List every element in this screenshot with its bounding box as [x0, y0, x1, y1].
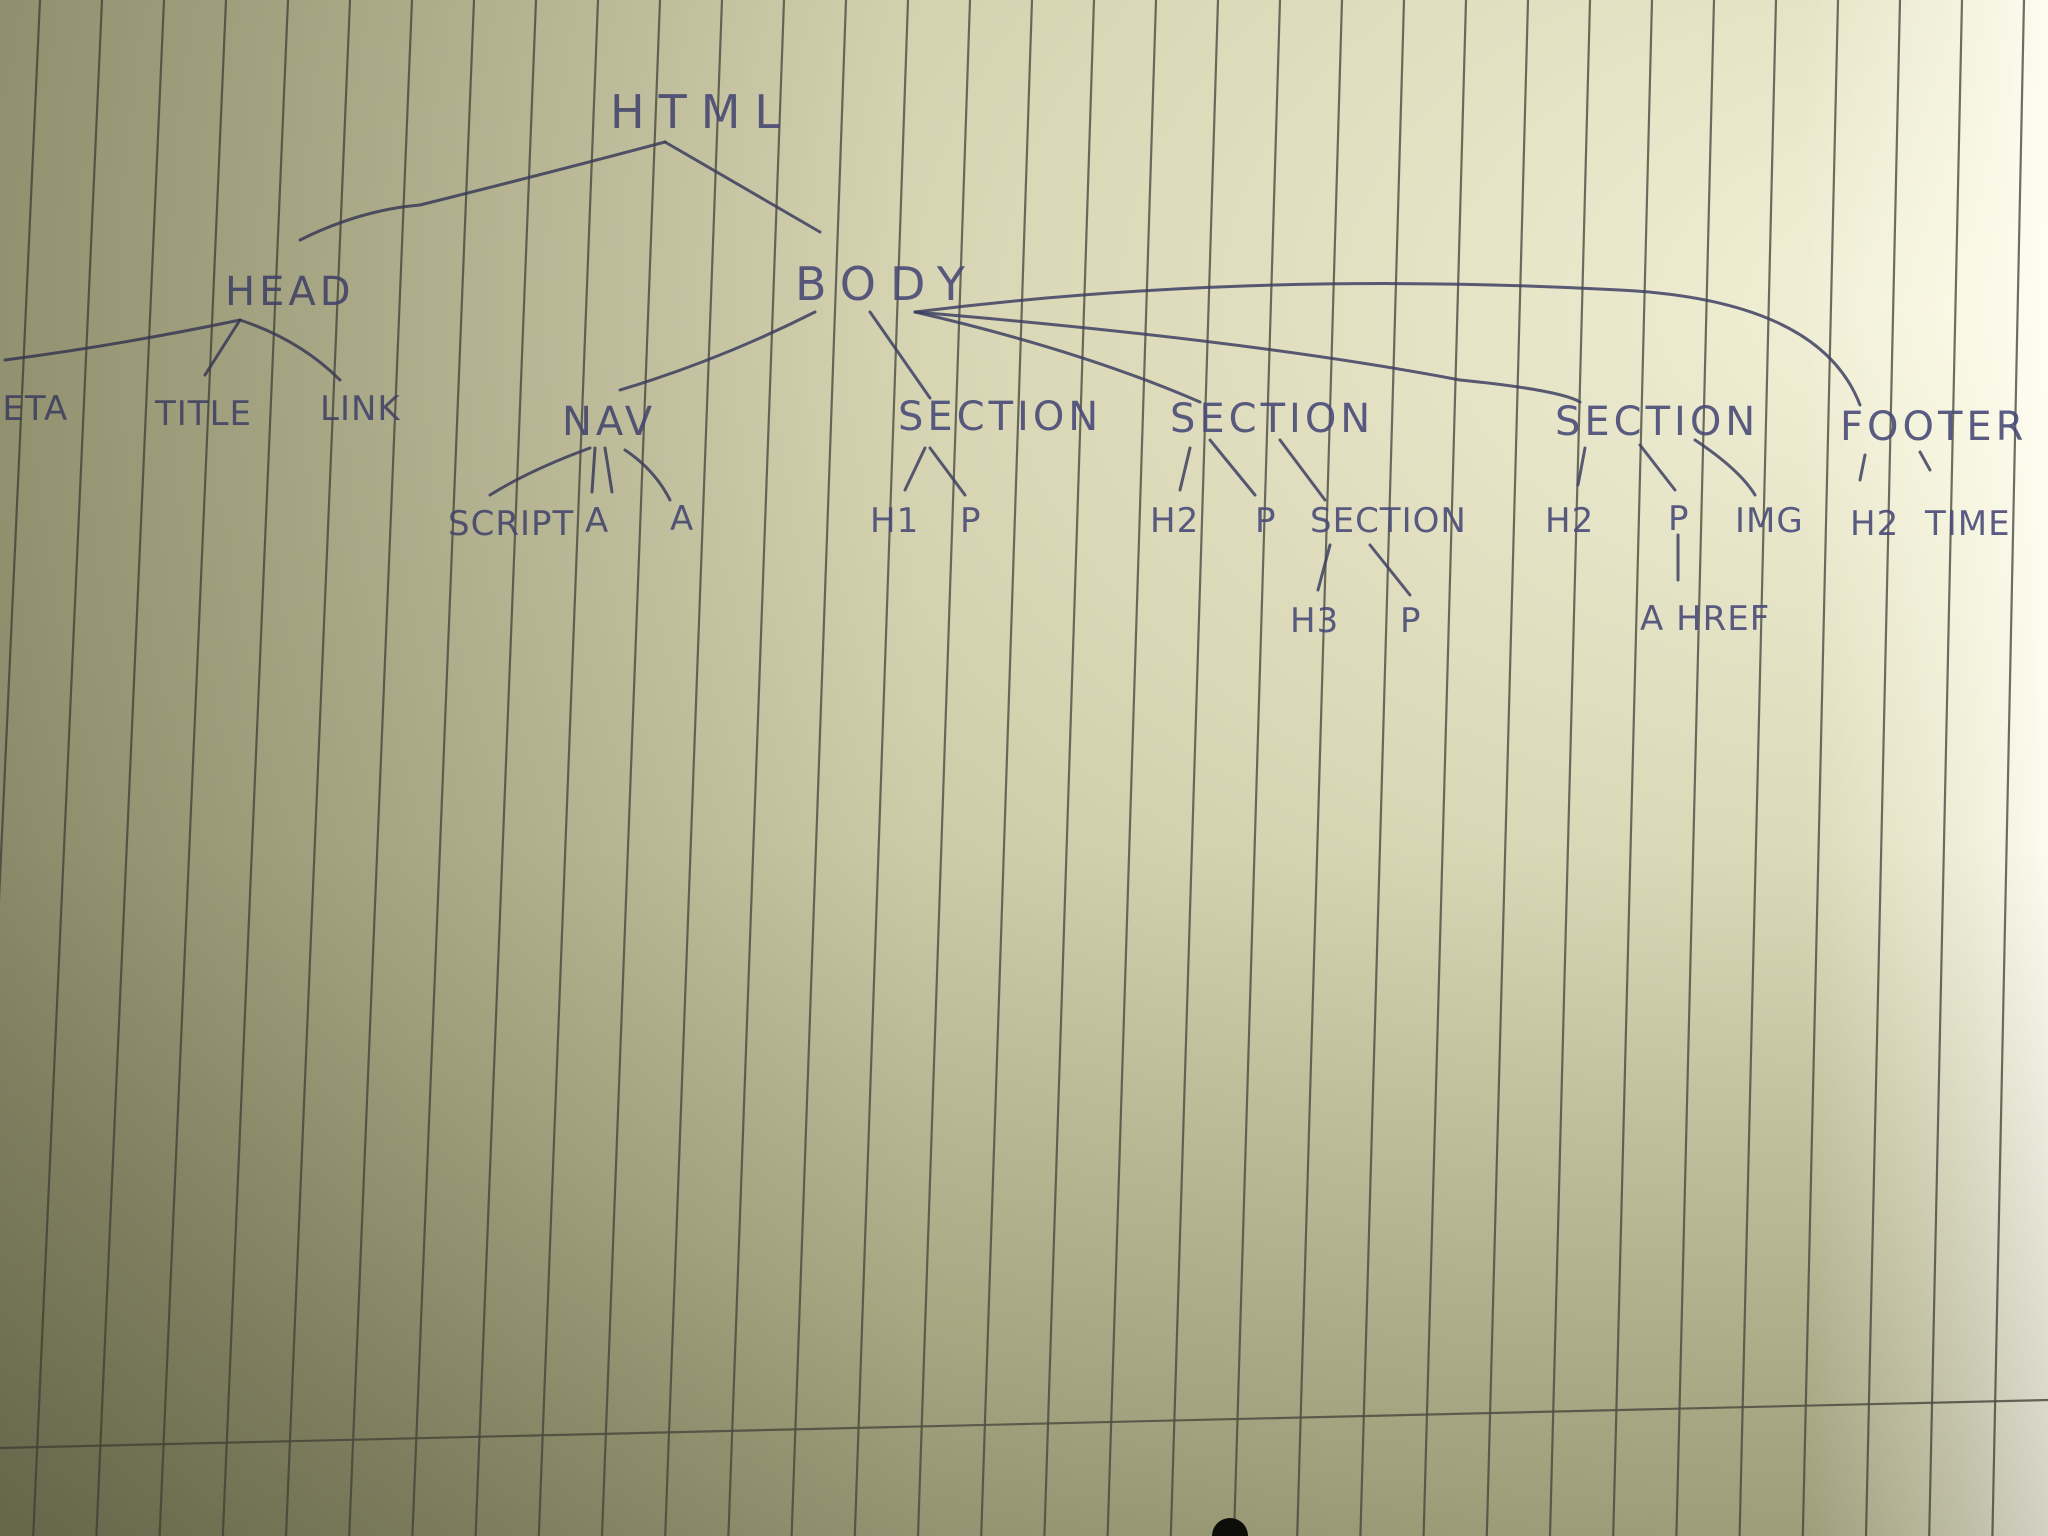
- node-s3-href: A HREF: [1640, 599, 1770, 639]
- node-script: SCRIPT: [448, 504, 574, 544]
- ruled-line: [1738, 0, 1778, 1536]
- edge-html-body: [663, 140, 822, 234]
- ruled-line: [221, 0, 290, 1536]
- ruled-line: [474, 0, 538, 1536]
- edge-body-section2: [913, 310, 1202, 404]
- edge-s2-section: [1278, 438, 1327, 502]
- node-s3-h2: H2: [1545, 501, 1594, 541]
- ruled-line: [790, 0, 848, 1536]
- ruled-line: [1548, 0, 1592, 1536]
- ruled-line: [853, 0, 910, 1536]
- node-footer-time: TIME: [1924, 504, 2011, 544]
- node-footer: FOOTER: [1840, 404, 2027, 450]
- node-s1-p: P: [960, 501, 982, 541]
- ruled-line: [727, 0, 786, 1536]
- node-html: HTML: [610, 85, 794, 139]
- edge-s2i-h3: [1316, 543, 1332, 592]
- ruled-line: [1991, 0, 2026, 1536]
- ruled-line: [1864, 0, 1902, 1536]
- edge-s2-h2: [1178, 446, 1192, 492]
- ruled-line: [1232, 0, 1282, 1536]
- edge-s3-h2: [1576, 446, 1587, 487]
- edge-nav-a: [590, 446, 597, 494]
- node-s2i-p: P: [1400, 601, 1422, 641]
- edge-footer-time: [1918, 450, 1932, 472]
- ruled-line: [0, 0, 42, 902]
- ruled-line: [980, 0, 1034, 1536]
- node-s3-img: IMG: [1735, 501, 1804, 541]
- edge-body-section3: [913, 310, 1582, 404]
- ruled-line: [32, 0, 104, 1536]
- edge-footer-h2: [1858, 453, 1867, 482]
- node-s2i-h3: H3: [1290, 601, 1339, 641]
- node-head: HEAD: [225, 269, 355, 315]
- ruled-line: [600, 0, 662, 1536]
- ruled-line: [1043, 0, 1096, 1536]
- ruled-line: [158, 0, 228, 1536]
- ruled-line: [1801, 0, 1840, 1536]
- edge-s3-p: [1638, 443, 1677, 492]
- edge-nav-a2: [603, 446, 614, 494]
- ruled-line: [1928, 0, 1964, 1536]
- node-nav-a2: A: [670, 499, 694, 539]
- node-section-2: SECTION: [1170, 396, 1374, 442]
- binder-ring: [1212, 1518, 1248, 1536]
- ruled-line: [1485, 0, 1530, 1536]
- node-title: TITLE: [154, 394, 252, 434]
- ruled-line: [916, 0, 972, 1536]
- edge-body-footer: [913, 282, 1862, 407]
- ruled-line: [1296, 0, 1344, 1536]
- page-bottom-rule: [0, 1398, 2048, 1450]
- node-section-3: SECTION: [1555, 399, 1759, 445]
- edge-body-section1: [868, 310, 932, 400]
- ruled-line: [537, 0, 600, 1536]
- edge-s1-p: [928, 446, 967, 497]
- edge-head-title: [203, 318, 242, 377]
- ruled-line: [1675, 0, 1716, 1536]
- edge-head-link: [238, 318, 342, 382]
- node-section-1: SECTION: [898, 394, 1102, 440]
- edge-nav-a3: [623, 448, 672, 502]
- ruled-line: [284, 0, 352, 1536]
- edge-s3-img: [1693, 438, 1757, 497]
- ruled-line: [1422, 0, 1468, 1536]
- node-meta: META: [0, 389, 68, 429]
- node-nav-a: A: [585, 501, 609, 541]
- tree-edges: [3, 140, 1932, 597]
- edge-html-head: [298, 140, 667, 242]
- edge-s1-h1: [903, 446, 927, 492]
- node-section-2-inner: SECTION: [1310, 501, 1467, 541]
- edge-s2-p: [1208, 438, 1257, 497]
- ruled-line: [348, 0, 414, 1536]
- node-s3-p: P: [1668, 499, 1690, 539]
- node-footer-h2: H2: [1850, 504, 1899, 544]
- ruled-line: [1359, 0, 1406, 1536]
- ruled-line: [1612, 0, 1654, 1536]
- ruled-line: [1169, 0, 1220, 1536]
- node-link: LINK: [320, 389, 401, 429]
- edge-nav-script: [488, 446, 592, 497]
- ruled-line: [1106, 0, 1158, 1536]
- node-nav: NAV: [562, 399, 656, 445]
- node-s2-p: P: [1255, 501, 1277, 541]
- ruled-line: [411, 0, 476, 1536]
- edge-body-nav: [618, 310, 817, 392]
- tree-nodes: HTML HEAD BODY META TITLE LINK NAV SCRIP…: [0, 85, 2027, 641]
- ruled-line: [664, 0, 724, 1536]
- edge-s2i-p: [1368, 543, 1412, 597]
- node-s2-h2: H2: [1150, 501, 1199, 541]
- edge-head-meta: [3, 318, 242, 362]
- node-body: BODY: [795, 257, 979, 311]
- ruled-line: [95, 0, 166, 1536]
- node-s1-h1: H1: [870, 501, 919, 541]
